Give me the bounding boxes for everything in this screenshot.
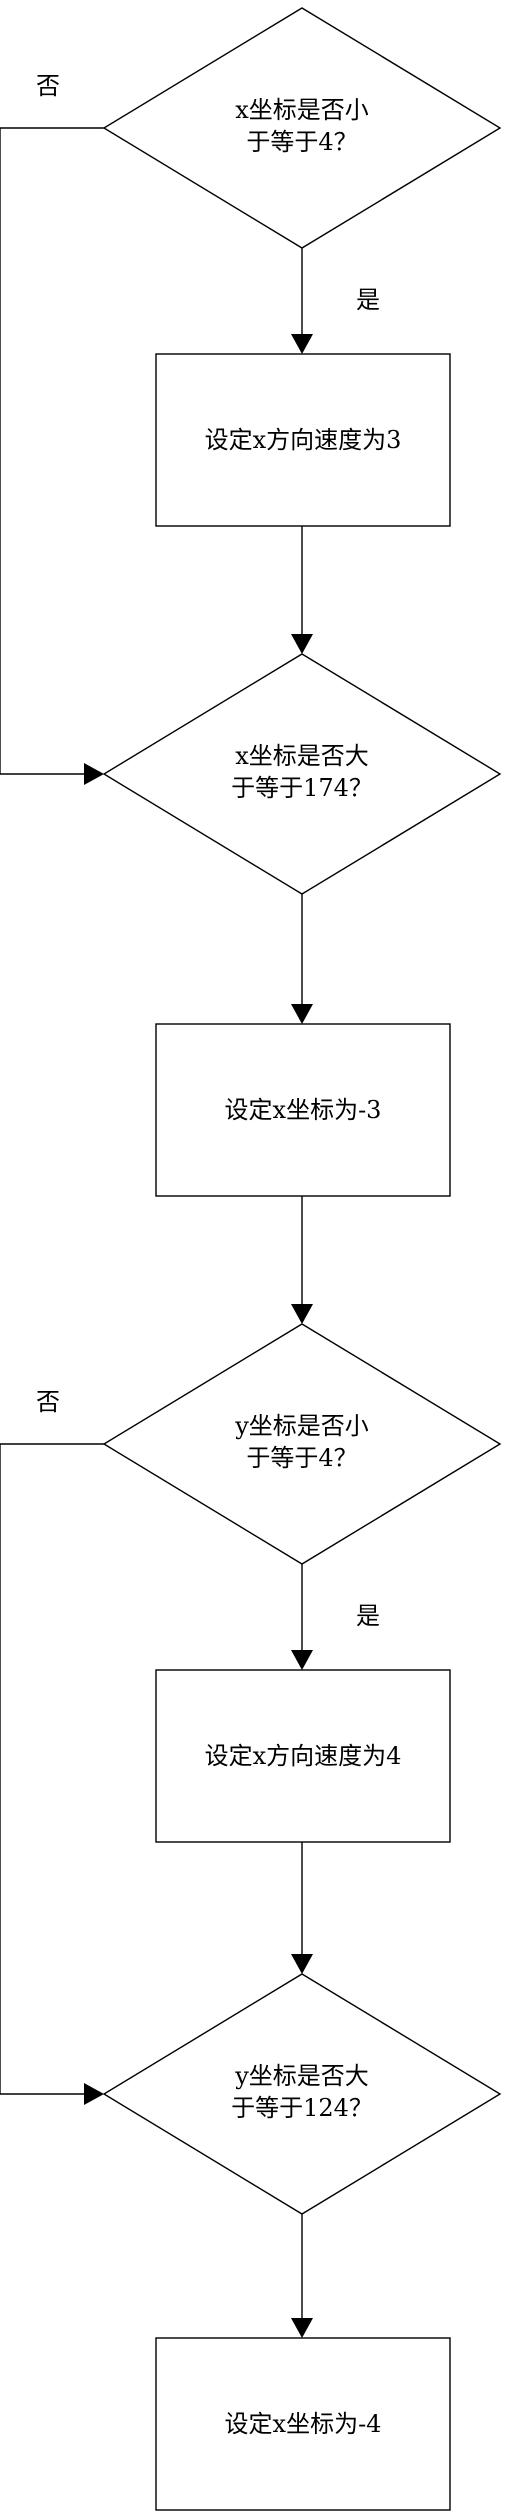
arrowhead-no-bypass-1 xyxy=(84,763,104,785)
no-label-1: 否 xyxy=(36,72,60,100)
connector-no-bypass-2 xyxy=(0,1443,104,2095)
arrowhead-p1-d2 xyxy=(291,634,313,654)
decision-3-line1: y坐标是否小 xyxy=(234,1412,369,1440)
process-3-text: 设定x方向速度为4 xyxy=(205,1742,402,1770)
decision-4-line1: y坐标是否大 xyxy=(234,2062,369,2090)
decision-4-line2: 于等于124？ xyxy=(231,2094,373,2122)
no-label-2: 否 xyxy=(36,1388,60,1416)
arrowhead-d2-p2 xyxy=(291,1004,313,1024)
yes-label-2: 是 xyxy=(356,1602,380,1630)
process-box-2 xyxy=(155,1023,451,1197)
arrowhead-p2-d3 xyxy=(291,1304,313,1324)
decision-2-line2: 于等于174？ xyxy=(231,774,373,802)
connector-no-bypass-1 xyxy=(0,127,104,775)
decision-3-line2: 于等于4？ xyxy=(246,1444,357,1472)
decision-1-line2: 于等于4？ xyxy=(246,128,357,156)
arrowhead-d1-p1 xyxy=(291,334,313,354)
process-box-4 xyxy=(155,2337,451,2511)
process-4-text: 设定x坐标为-4 xyxy=(225,2410,382,2438)
decision-2-line1: x坐标是否大 xyxy=(235,742,369,770)
arrowhead-d3-p3 xyxy=(291,1650,313,1670)
process-box-1 xyxy=(155,353,451,527)
process-1-text: 设定x方向速度为3 xyxy=(205,426,402,454)
arrowhead-d4-p4 xyxy=(291,2318,313,2338)
arrowhead-p3-d4 xyxy=(291,1954,313,1974)
process-box-3 xyxy=(155,1669,451,1843)
arrowhead-no-bypass-2 xyxy=(84,2083,104,2105)
process-2-text: 设定x坐标为-3 xyxy=(225,1096,382,1124)
yes-label-1: 是 xyxy=(356,286,380,314)
decision-1-line1: x坐标是否小 xyxy=(235,96,369,124)
